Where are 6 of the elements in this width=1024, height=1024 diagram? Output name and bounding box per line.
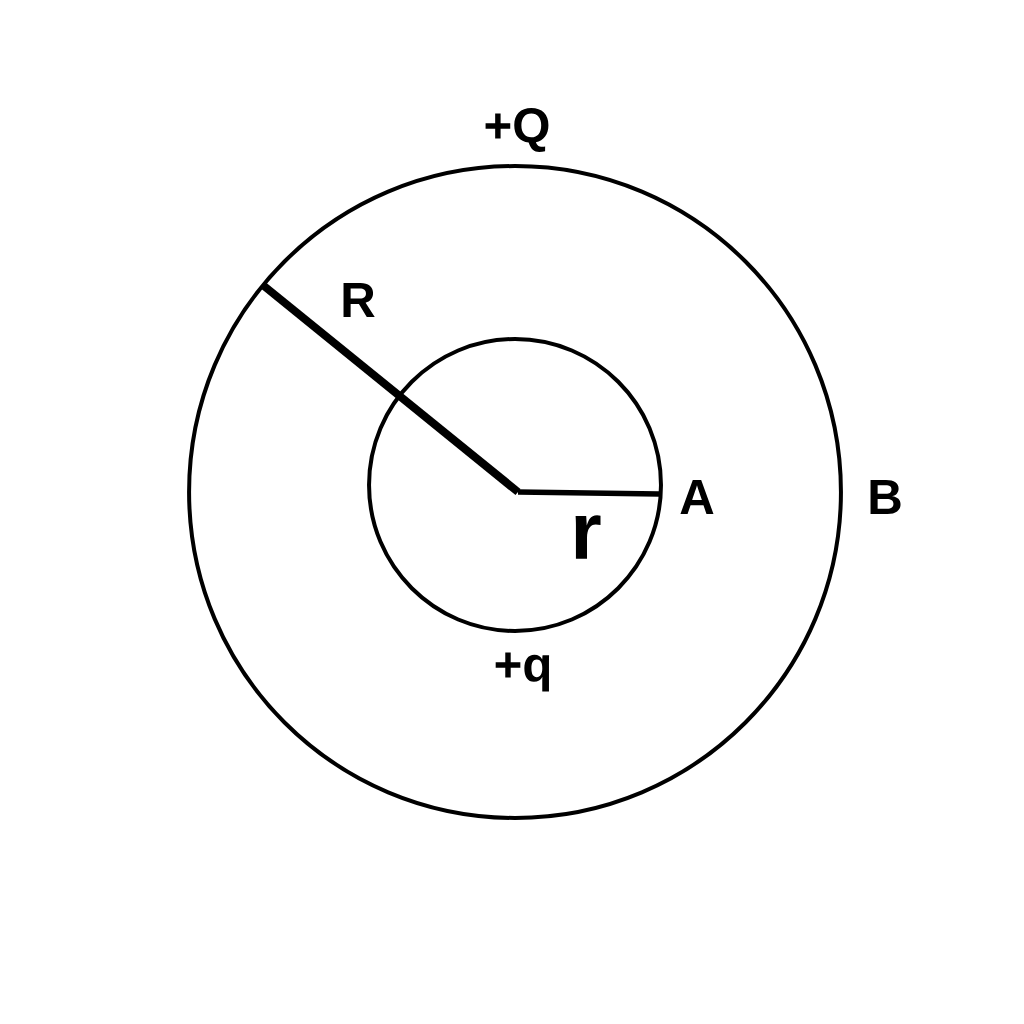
text-label: R [343, 283, 375, 317]
circle [367, 337, 663, 633]
text-label: +Q [485, 108, 549, 152]
text-label: r [575, 515, 601, 559]
circle [187, 164, 843, 820]
text-label: B [870, 480, 901, 514]
